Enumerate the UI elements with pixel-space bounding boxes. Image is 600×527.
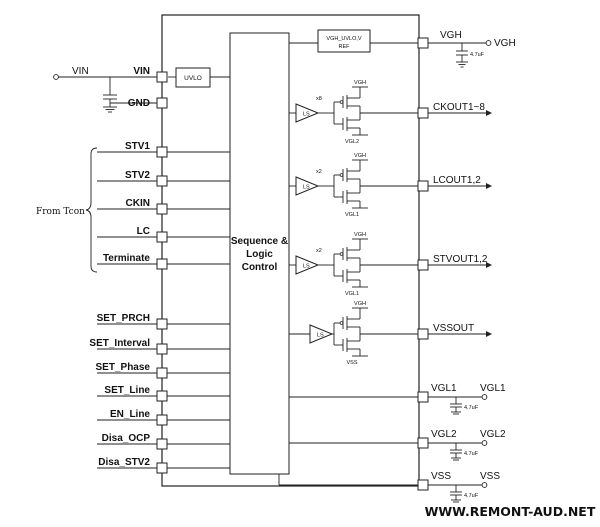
logic-line-3: Control bbox=[242, 262, 278, 273]
pin-tcon_inputs-3 bbox=[156, 231, 168, 243]
ext-vgl1-label: VGL1 bbox=[480, 383, 506, 394]
set-input-pins: SET_PRCH SET_IntervalSET_PhaseSET_LineEN_… bbox=[89, 313, 230, 474]
pin-vgl2 bbox=[417, 437, 429, 449]
pin-gnd bbox=[156, 97, 168, 109]
vgh-uvlo-ref-block bbox=[317, 29, 371, 53]
pin-label-set_inputs-5: Disa_OCP bbox=[102, 433, 151, 444]
watermark: WWW.REMONT-AUD.NET bbox=[425, 504, 596, 519]
pin-vss-label: VSS bbox=[431, 471, 451, 482]
ls-label-1: LS bbox=[303, 185, 310, 191]
pin-vin-label: VIN bbox=[133, 66, 150, 77]
pin-vgl1 bbox=[417, 391, 429, 403]
pin-vin bbox=[156, 71, 168, 83]
stage-bottom-label-0: VGL2 bbox=[345, 139, 359, 145]
uvlo-block bbox=[175, 67, 211, 88]
ext-vgh-label: VGH bbox=[494, 38, 516, 49]
mult-label-2: x2 bbox=[316, 248, 322, 254]
output-pin-label-3: VSSOUT bbox=[433, 323, 474, 334]
stage-bottom-label-3: VSS bbox=[346, 360, 357, 366]
pin-label-tcon_inputs-4: Terminate bbox=[103, 253, 150, 264]
pin-output-0 bbox=[417, 107, 429, 119]
pin-label-tcon_inputs-0: STV1 bbox=[125, 141, 150, 152]
supply-vgl2: VGL2 VGL2 4.7uF bbox=[289, 429, 506, 461]
stage-bottom-label-1: VGL1 bbox=[345, 212, 359, 218]
mult-label-1: x2 bbox=[316, 169, 322, 175]
pin-set_inputs-5 bbox=[156, 438, 168, 450]
terminal-vgl2 bbox=[481, 440, 488, 446]
level-shifter-1 bbox=[295, 176, 320, 196]
mult-label-0: x8 bbox=[316, 96, 322, 102]
pin-tcon_inputs-4 bbox=[156, 258, 168, 270]
pin-label-set_inputs-3: SET_Line bbox=[104, 385, 150, 396]
output-drivers: LSx8VGHVGL2CKOUT1~8LSx2VGHVGL1LCOUT1,2LS… bbox=[289, 80, 492, 366]
cap-vgl2-value: 4.7uF bbox=[464, 451, 479, 457]
ext-vss-label: VSS bbox=[480, 471, 500, 482]
pin-output-2 bbox=[417, 259, 429, 271]
pin-set_inputs-2 bbox=[156, 367, 168, 379]
pin-label-tcon_inputs-1: STV2 bbox=[125, 170, 150, 181]
pin-label-tcon_inputs-2: CKIN bbox=[126, 198, 150, 209]
terminal-vgl1 bbox=[481, 394, 488, 400]
pin-label-set_inputs-0: SET_PRCH bbox=[97, 313, 150, 324]
pin-tcon_inputs-2 bbox=[156, 203, 168, 215]
pin-vgl1-label: VGL1 bbox=[431, 383, 457, 394]
output-pin-label-2: STVOUT1,2 bbox=[433, 254, 488, 265]
pin-vgh bbox=[417, 37, 429, 49]
stage-top-label-2: VGH bbox=[354, 232, 366, 238]
output-stage-0: LS x8 VGH VGL2 CKOUT1~8 bbox=[289, 80, 492, 145]
pin-tcon_inputs-0 bbox=[156, 146, 168, 158]
pin-set_inputs-1 bbox=[156, 343, 168, 355]
ext-vgl2-label: VGL2 bbox=[480, 429, 506, 440]
pin-gnd-label: GND bbox=[128, 98, 150, 109]
output-pin-label-0: CKOUT1~8 bbox=[433, 102, 485, 113]
pin-output-3 bbox=[417, 328, 429, 340]
stage-top-label-1: VGH bbox=[354, 153, 366, 159]
pin-vgl2-label: VGL2 bbox=[431, 429, 457, 440]
terminal-vss bbox=[481, 482, 488, 488]
level-shifter-2 bbox=[295, 255, 320, 275]
ref-line-2: REF bbox=[339, 44, 351, 50]
output-stage-3: LS VGH VSS VSSOUT bbox=[289, 301, 492, 366]
output-stage-1: LS x2 VGH VGL1 LCOUT1,2 bbox=[289, 153, 492, 218]
chip-outline bbox=[161, 14, 420, 487]
level-shifter-0 bbox=[295, 103, 320, 123]
from-tcon-label: From Tcon bbox=[36, 207, 85, 217]
pin-tcon_inputs-1 bbox=[156, 175, 168, 187]
supply-pins: VGL1 VGL1 4.7uF VGL2 VGL2 4.7uF VSS VSS 4.7uF bbox=[278, 383, 506, 503]
supply-vgl1: VGL1 VGL1 4.7uF bbox=[289, 383, 506, 415]
pin-set_inputs-3 bbox=[156, 390, 168, 402]
cap-vss-value: 4.7uF bbox=[464, 493, 479, 499]
supply-vss: VSS VSS 4.7uF bbox=[279, 471, 500, 503]
pin-vgh-label: VGH bbox=[440, 30, 462, 41]
pin-label-set_inputs-1: SET_Interval bbox=[89, 338, 150, 349]
level-shifter-3 bbox=[309, 324, 334, 344]
cap-vgl1-value: 4.7uF bbox=[464, 405, 479, 411]
logic-line-1: Sequence & bbox=[231, 236, 288, 247]
cap-vgh-value: 4.7uF bbox=[470, 52, 485, 58]
logic-control-block bbox=[229, 32, 290, 475]
ls-label-0: LS bbox=[303, 112, 310, 118]
stage-top-label-3: VGH bbox=[354, 301, 366, 307]
pin-label-tcon_inputs-3: LC bbox=[137, 226, 150, 237]
pin-label-set_inputs-2: SET_Phase bbox=[96, 362, 151, 373]
stage-top-label-0: VGH bbox=[354, 80, 366, 86]
logic-line-2: Logic bbox=[246, 249, 273, 260]
pin-label-set_inputs-4: EN_Line bbox=[110, 409, 150, 420]
pin-set_inputs-4 bbox=[156, 414, 168, 426]
ext-vin-label: VIN bbox=[72, 66, 89, 77]
pin-vss bbox=[417, 479, 429, 491]
ref-line-1: VGH_UVLO,V bbox=[326, 36, 361, 42]
ls-label-2: LS bbox=[303, 264, 310, 270]
output-pin-label-1: LCOUT1,2 bbox=[433, 175, 481, 186]
stage-bottom-label-2: VGL1 bbox=[345, 291, 359, 297]
pin-set_inputs-6 bbox=[156, 462, 168, 474]
pin-set_inputs-0 bbox=[156, 318, 168, 330]
pin-output-1 bbox=[417, 180, 429, 192]
output-stage-2: LS x2 VGH VGL1 STVOUT1,2 bbox=[289, 232, 492, 297]
pin-label-set_inputs-6: Disa_STV2 bbox=[98, 457, 150, 468]
uvlo-label: UVLO bbox=[184, 75, 202, 82]
ls-label-3: LS bbox=[317, 333, 324, 339]
